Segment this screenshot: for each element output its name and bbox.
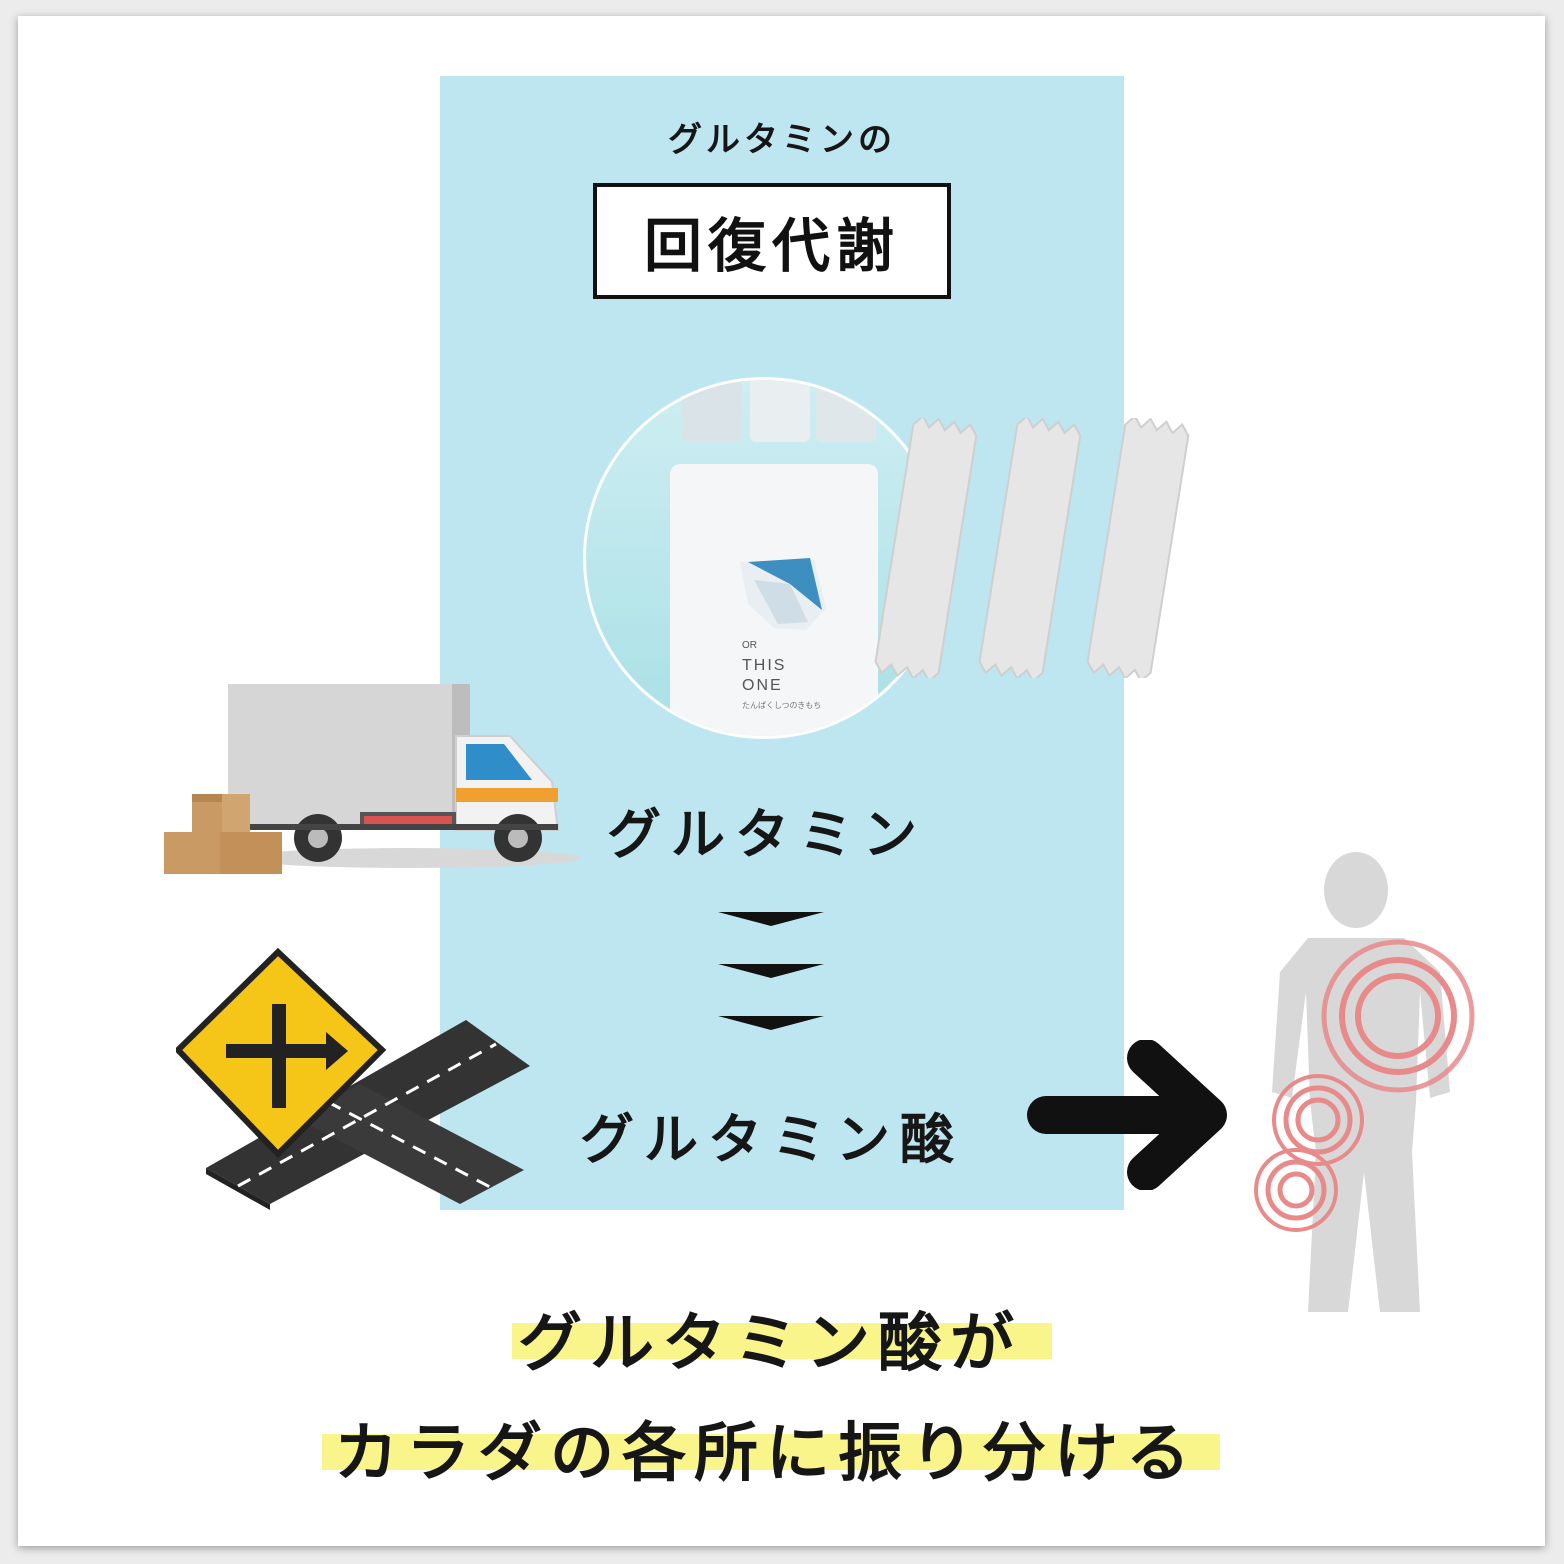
result-line2: カラダの各所に振り分ける (334, 1417, 1198, 1491)
stick-pack-icon (978, 418, 1082, 678)
stick-pack-icon (1086, 418, 1190, 678)
pain-ring-icon (1254, 1148, 1338, 1232)
stick-packs (874, 418, 1190, 678)
brand-small: OR (742, 640, 757, 651)
chevron-down-icon (718, 1016, 824, 1030)
product-photo: OR THIS ONE たんぱくしつのきもち (583, 377, 945, 739)
title-box: 回復代謝 (593, 183, 951, 299)
cardboard-boxes-icon (164, 794, 282, 874)
pain-ring-icon (1272, 1074, 1364, 1166)
page-title: 回復代謝 (643, 212, 900, 280)
fish-icon (748, 558, 822, 610)
road-sign-icon (176, 948, 387, 1159)
road-junction-icon (176, 948, 530, 1210)
highlight-line2 (322, 1434, 1220, 1470)
arrow-right-icon (1027, 1040, 1227, 1190)
subtitle: グルタミンの (668, 120, 896, 160)
flow-step-glutamine: グルタミン (607, 803, 927, 866)
result-line1: グルタミン酸が (518, 1307, 1022, 1381)
brand-line1: THIS (742, 657, 786, 674)
stick-pack-icon (874, 418, 978, 678)
chevron-down-icon (718, 912, 824, 926)
brand-line2: ONE (742, 677, 783, 694)
highlight-line1 (512, 1323, 1052, 1359)
product-caption: たんぱくしつのきもち (742, 701, 821, 710)
pain-ring-icon (1321, 939, 1475, 1093)
chevron-down-icon (718, 964, 824, 978)
delivery-truck-icon (164, 684, 580, 874)
human-silhouette-icon (1254, 852, 1475, 1312)
flow-step-glutamic-acid: グルタミン酸 (580, 1108, 964, 1171)
down-arrows (718, 912, 824, 1030)
